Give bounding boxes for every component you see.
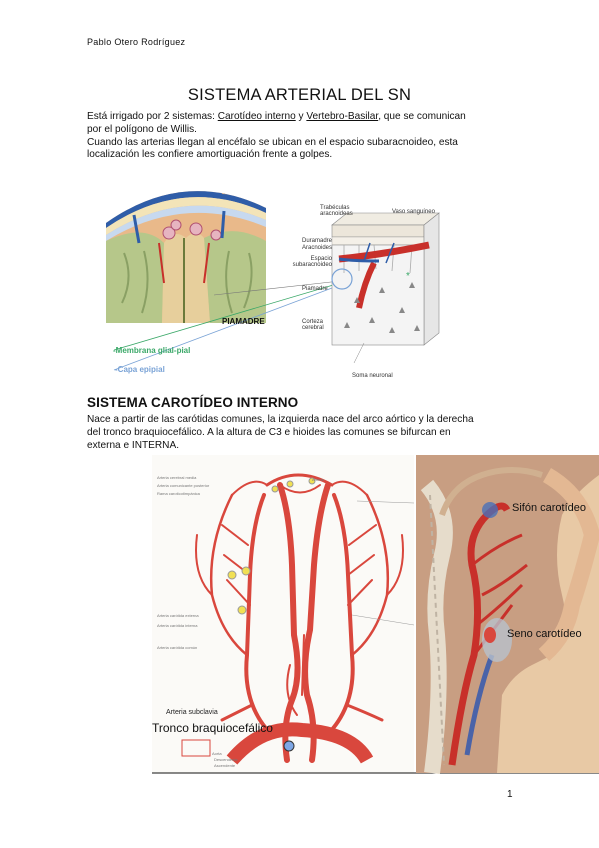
- section-heading-carotid: SISTEMA CAROTÍDEO INTERNO: [87, 395, 299, 410]
- author-name: Pablo Otero Rodríguez: [87, 37, 186, 47]
- svg-text:Arteria carótida interna: Arteria carótida interna: [157, 623, 198, 628]
- page-title: SISTEMA ARTERIAL DEL SN: [187, 86, 412, 104]
- sifon-carotideo-label: Sifón carotídeo: [512, 502, 586, 514]
- espacio-subaracnoideo-label: Espacio subaracnoideo: [292, 256, 332, 268]
- intro-text: Está irrigado por 2 sistemas:: [87, 111, 218, 122]
- arteria-subclavia-label: Arteria subclavia: [166, 709, 218, 716]
- intro-line-3: Cuando las arterias llegan al encéfalo s…: [87, 136, 458, 148]
- meninges-illustration: *: [106, 191, 440, 371]
- tronco-braquiocefalico-label: Tronco braquiocefálico: [152, 721, 273, 735]
- intro-line-1: Está irrigado por 2 sistemas: Carotídeo …: [87, 111, 517, 124]
- carotid-line-2: del tronco braquiocefálico. A la altura …: [87, 426, 451, 438]
- carotid-line-1: Nace a partir de las carótidas comunes, …: [87, 414, 474, 425]
- intro-line-4: localización les confiere amortiguación …: [87, 149, 333, 161]
- piamadre-small-label: Piamadre: [302, 286, 328, 292]
- svg-text:Arteria comunicante posterior: Arteria comunicante posterior: [157, 483, 210, 488]
- intro-text: y: [295, 111, 307, 122]
- vertebro-basilar-link: Vertebro-Basilar: [306, 111, 379, 122]
- seno-carotideo-label: Seno carotídeo: [507, 628, 582, 640]
- svg-text:Ascendente: Ascendente: [214, 763, 236, 768]
- aracnoides-label: Aracnoides: [302, 245, 333, 251]
- meninges-figure: * PIAMADRE -Membrana glial-pial -Capa ep…: [104, 183, 444, 383]
- carotid-line-3: externa e INTERNA.: [87, 439, 179, 451]
- svg-text:Descendente: Descendente: [214, 757, 238, 762]
- svg-text:*: *: [406, 271, 410, 282]
- carotid-figure: Arteria cerebral media Arteria comunican…: [152, 455, 599, 775]
- soma-neuronal-label: Soma neuronal: [352, 373, 393, 379]
- corteza-cerebral-label: Corteza cerebral: [302, 319, 324, 331]
- carotid-illustration: Arteria cerebral media Arteria comunican…: [152, 455, 599, 775]
- intro-line-2: por el polígono de Willis.: [87, 123, 197, 135]
- svg-text:Arteria cerebral media: Arteria cerebral media: [157, 475, 197, 480]
- trabeculas-label: Trabéculas aracnoideas: [320, 205, 353, 217]
- svg-text:Arteria carótida externa: Arteria carótida externa: [157, 613, 199, 618]
- svg-text:Rama caroticotimpánica: Rama caroticotimpánica: [157, 491, 201, 496]
- vaso-sanguineo-label: Vaso sanguíneo: [392, 209, 435, 215]
- svg-text:Arteria: Arteria: [312, 477, 325, 482]
- capa-epipial-label: -Capa epipial: [115, 365, 165, 374]
- piamadre-label: PIAMADRE: [222, 317, 265, 326]
- intro-text: , que se comunican: [378, 111, 466, 122]
- membrana-glial-pial-label: -Membrana glial-pial: [113, 346, 191, 355]
- duramadre-label: Duramadre: [302, 238, 333, 244]
- page-number: 1: [507, 789, 513, 800]
- svg-text:Arteria carótida común: Arteria carótida común: [157, 645, 197, 650]
- carotid-link: Carotídeo interno: [217, 111, 296, 122]
- svg-text:Aorta: Aorta: [212, 751, 222, 756]
- carotid-paragraph: Nace a partir de las carótidas comunes, …: [87, 414, 517, 452]
- intro-paragraph: Está irrigado por 2 sistemas: Carotídeo …: [87, 111, 517, 162]
